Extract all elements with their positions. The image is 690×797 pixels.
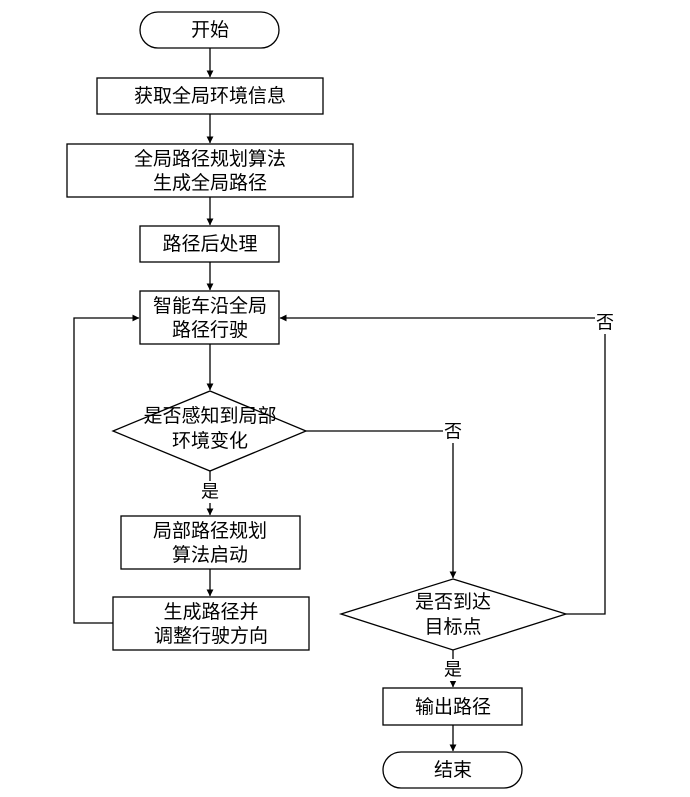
svg-text:输出路径: 输出路径 (415, 696, 491, 718)
svg-text:是否感知到局部: 是否感知到局部 (143, 405, 276, 427)
svg-text:否: 否 (596, 313, 614, 334)
node-global-plan: 全局路径规划算法 生成全局路径 (66, 143, 354, 198)
edge-label-detect-no: 否 (443, 421, 463, 443)
node-reached: 是否到达 目标点 (338, 578, 569, 651)
node-post-process: 路径后处理 (139, 225, 280, 263)
node-detect-change: 是否感知到局部 环境变化 (111, 390, 308, 472)
edge-label-detect-yes: 是 (200, 481, 220, 503)
svg-text:路径后处理: 路径后处理 (162, 233, 257, 255)
svg-text:结束: 结束 (434, 759, 472, 781)
svg-text:否: 否 (444, 422, 462, 443)
edge-gen-adjust-loop-to-drive-global (73, 314, 140, 624)
edge-reached-no-to-drive-global (279, 314, 606, 615)
node-drive-global: 智能车沿全局 路径行驶 (139, 290, 280, 345)
svg-text:智能车沿全局: 智能车沿全局 (153, 295, 267, 317)
svg-text:路径行驶: 路径行驶 (172, 319, 248, 341)
svg-text:调整行驶方向: 调整行驶方向 (154, 625, 268, 647)
svg-text:环境变化: 环境变化 (172, 430, 248, 452)
node-output: 输出路径 (382, 687, 523, 726)
node-end: 结束 (382, 751, 523, 789)
svg-text:目标点: 目标点 (424, 616, 481, 638)
svg-text:是: 是 (444, 660, 462, 681)
edge-label-reached-no: 否 (595, 312, 615, 334)
svg-text:生成路径并: 生成路径并 (163, 601, 258, 623)
node-start: 开始 (139, 11, 280, 49)
svg-text:算法启动: 算法启动 (172, 544, 248, 566)
node-get-env: 获取全局环境信息 (96, 77, 324, 115)
edge-detect-no-to-reached (306, 430, 457, 579)
svg-text:全局路径规划算法: 全局路径规划算法 (134, 148, 286, 170)
svg-text:是: 是 (201, 482, 219, 503)
svg-text:获取全局环境信息: 获取全局环境信息 (134, 85, 286, 107)
svg-text:是否到达: 是否到达 (415, 591, 491, 613)
svg-text:开始: 开始 (191, 19, 229, 41)
node-gen-adjust: 生成路径并 调整行驶方向 (112, 596, 310, 651)
node-local-plan: 局部路径规划 算法启动 (120, 515, 301, 570)
svg-text:局部路径规划: 局部路径规划 (153, 520, 267, 542)
edge-label-reached-yes: 是 (443, 659, 463, 681)
svg-text:生成全局路径: 生成全局路径 (153, 172, 267, 194)
